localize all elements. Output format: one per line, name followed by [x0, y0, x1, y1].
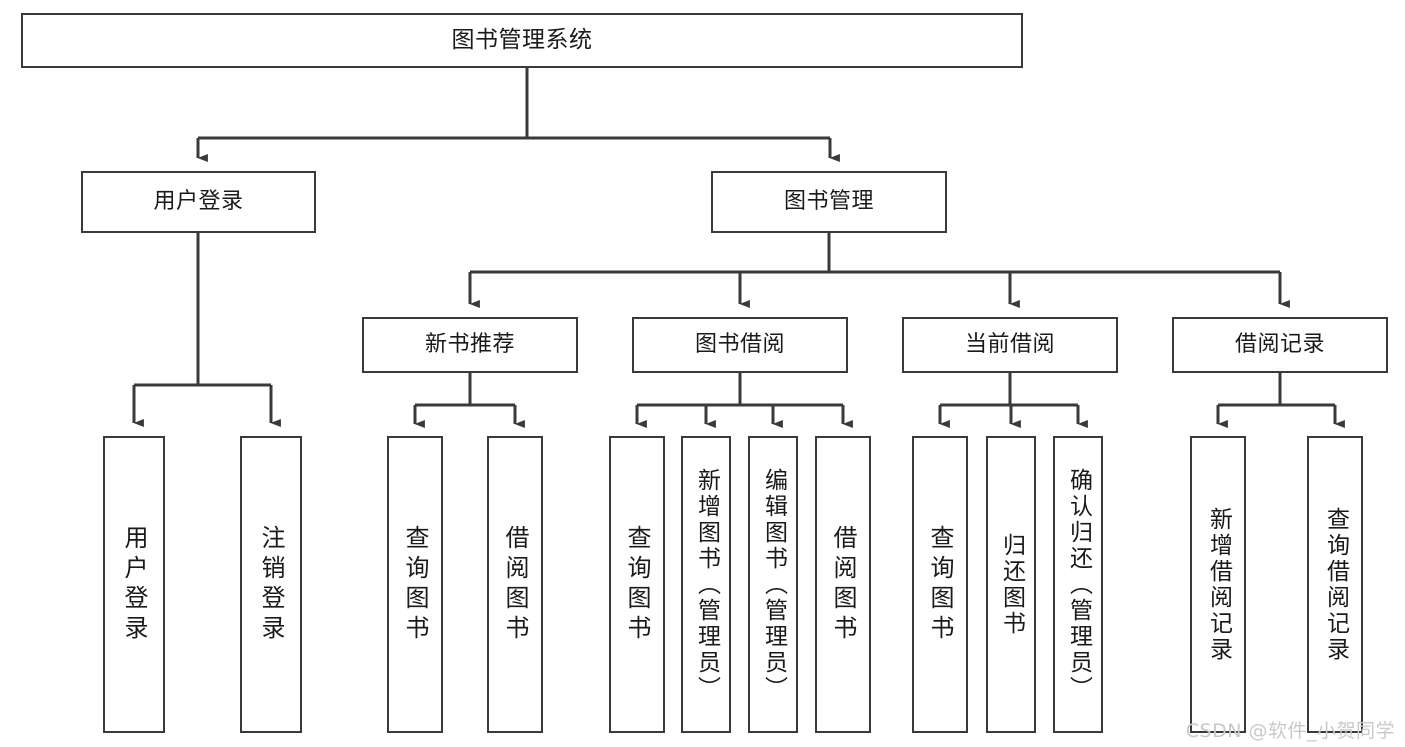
- node-book-management[interactable]: 图书管理: [711, 171, 947, 233]
- node-new-book-recommend[interactable]: 新书推荐: [362, 317, 578, 373]
- node-label: 用户登录: [153, 188, 244, 214]
- node-root-system[interactable]: 图书管理系统: [21, 13, 1023, 68]
- node-borrow-records[interactable]: 借阅记录: [1172, 317, 1388, 373]
- leaf-query-book-current[interactable]: 查询图书: [912, 436, 968, 733]
- node-label: 新书推荐: [424, 331, 515, 357]
- leaf-query-book-borrow[interactable]: 查询图书: [609, 436, 665, 733]
- node-label: 借阅图书: [829, 524, 857, 645]
- node-label: 编辑图书（管理员）: [760, 467, 787, 702]
- leaf-add-borrow-record[interactable]: 新增借阅记录: [1190, 436, 1246, 733]
- node-label: 查询图书: [926, 524, 954, 645]
- leaf-query-book-recommend[interactable]: 查询图书: [387, 436, 443, 733]
- node-label: 确认归还（管理员）: [1065, 467, 1092, 702]
- node-label: 查询借阅记录: [1322, 506, 1349, 663]
- leaf-borrow-book-recommend[interactable]: 借阅图书: [487, 436, 543, 733]
- node-label: 查询图书: [623, 524, 651, 645]
- node-label: 借阅图书: [501, 524, 529, 645]
- node-label: 新增图书（管理员）: [693, 467, 720, 702]
- watermark: CSDN @软件_小贺同学: [1185, 720, 1395, 742]
- leaf-user-login[interactable]: 用户登录: [103, 436, 165, 733]
- node-label: 查询图书: [401, 524, 429, 645]
- node-label: 归还图书: [998, 532, 1025, 637]
- node-current-borrow[interactable]: 当前借阅: [902, 317, 1118, 373]
- leaf-confirm-return-admin[interactable]: 确认归还（管理员）: [1053, 436, 1103, 733]
- leaf-query-borrow-record[interactable]: 查询借阅记录: [1307, 436, 1363, 733]
- leaf-return-book[interactable]: 归还图书: [986, 436, 1036, 733]
- node-label: 用户登录: [120, 524, 148, 645]
- leaf-add-book-admin[interactable]: 新增图书（管理员）: [681, 436, 731, 733]
- node-user-login[interactable]: 用户登录: [81, 171, 316, 233]
- leaf-edit-book-admin[interactable]: 编辑图书（管理员）: [748, 436, 798, 733]
- node-label: 新增借阅记录: [1205, 506, 1232, 663]
- leaf-borrow-book[interactable]: 借阅图书: [815, 436, 871, 733]
- node-label: 借阅记录: [1234, 331, 1325, 357]
- node-label: 图书管理系统: [451, 26, 593, 53]
- node-label: 当前借阅: [964, 331, 1055, 357]
- leaf-logout[interactable]: 注销登录: [240, 436, 302, 733]
- node-label: 图书借阅: [694, 331, 785, 357]
- node-label: 图书管理: [783, 188, 874, 214]
- node-label: 注销登录: [257, 524, 285, 645]
- node-book-borrow[interactable]: 图书借阅: [632, 317, 848, 373]
